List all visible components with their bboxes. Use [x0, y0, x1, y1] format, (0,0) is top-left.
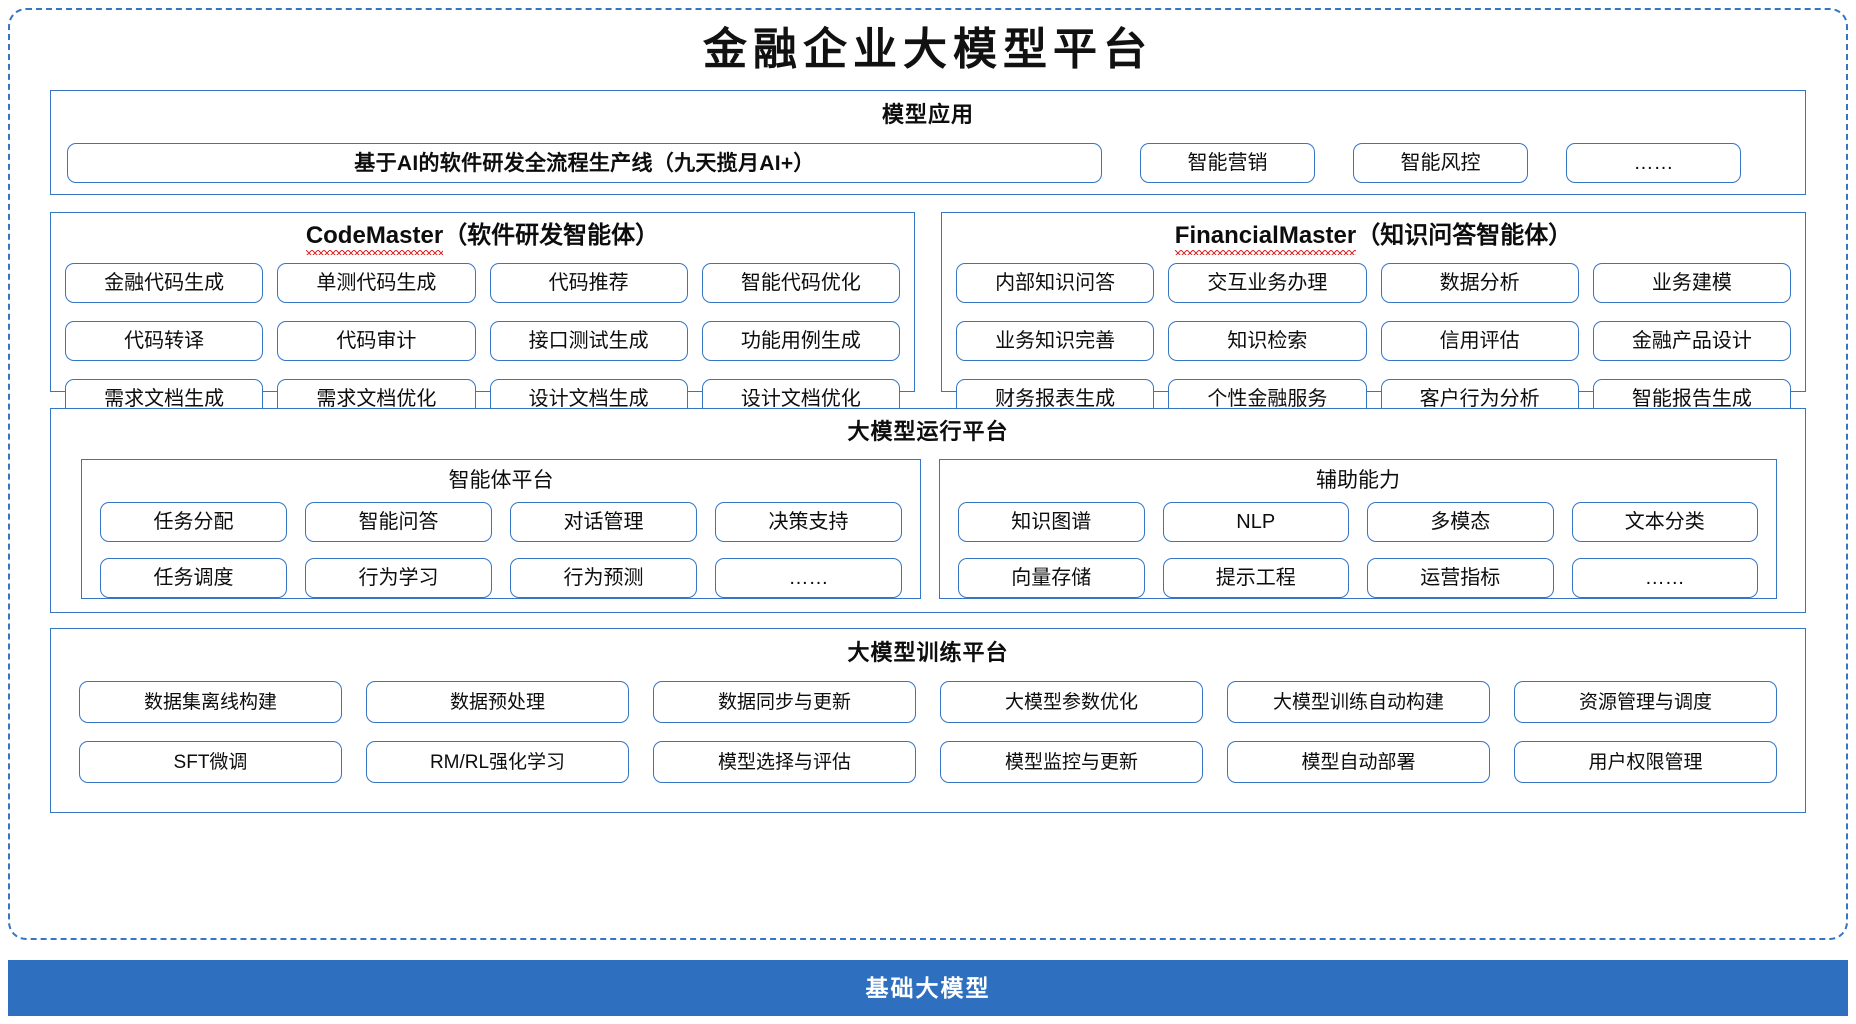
fm-item-5[interactable]: 知识检索 [1168, 321, 1367, 361]
tp-item-4[interactable]: 大模型训练自动构建 [1227, 681, 1490, 723]
tp-item-11[interactable]: 用户权限管理 [1514, 741, 1777, 783]
fm-item-2[interactable]: 数据分析 [1380, 263, 1579, 303]
ac-item-6[interactable]: 运营指标 [1367, 558, 1554, 598]
cm-item-4[interactable]: 代码转译 [65, 321, 264, 361]
fm-item-4[interactable]: 业务知识完善 [956, 321, 1155, 361]
app-item-risk-control[interactable]: 智能风控 [1353, 143, 1528, 183]
financial-master-suffix: （知识问答智能体） [1356, 222, 1573, 249]
tp-item-9[interactable]: 模型监控与更新 [940, 741, 1203, 783]
section-runtime-platform: 大模型运行平台 智能体平台 任务分配 智能问答 对话管理 决策支持 任务调度 行… [50, 408, 1806, 613]
tp-item-10[interactable]: 模型自动部署 [1227, 741, 1490, 783]
agent-platform-grid: 任务分配 智能问答 对话管理 决策支持 任务调度 行为学习 行为预测 …… [100, 502, 902, 598]
subsection-title-assist-capability: 辅助能力 [1316, 469, 1400, 492]
ap-item-4[interactable]: 任务调度 [100, 558, 287, 598]
section-financial-master: FinancialMaster（知识问答智能体） 内部知识问答 交互业务办理 数… [941, 212, 1806, 419]
tp-item-5[interactable]: 资源管理与调度 [1514, 681, 1777, 723]
app-item-marketing[interactable]: 智能营销 [1140, 143, 1315, 183]
section-model-application: 模型应用 基于AI的软件研发全流程生产线（九天揽月AI+） 智能营销 智能风控 … [50, 90, 1806, 195]
ac-item-1[interactable]: NLP [1162, 502, 1349, 542]
training-platform-grid: 数据集离线构建 数据预处理 数据同步与更新 大模型参数优化 大模型训练自动构建 … [79, 681, 1777, 783]
subsection-agent-platform: 智能体平台 任务分配 智能问答 对话管理 决策支持 任务调度 行为学习 行为预测… [81, 459, 921, 599]
code-master-capability-grid: 金融代码生成 单测代码生成 代码推荐 智能代码优化 代码转译 代码审计 接口测试… [65, 263, 900, 419]
fm-item-7[interactable]: 金融产品设计 [1592, 321, 1791, 361]
code-master-name: CodeMaster [305, 222, 444, 255]
agent-title-financial-master: FinancialMaster（知识问答智能体） [942, 222, 1805, 255]
tp-item-6[interactable]: SFT微调 [79, 741, 342, 783]
code-master-suffix: （软件研发智能体） [443, 222, 660, 249]
ap-item-3[interactable]: 决策支持 [715, 502, 902, 542]
app-item-more[interactable]: …… [1566, 143, 1741, 183]
cm-item-5[interactable]: 代码审计 [277, 321, 476, 361]
model-application-row: 基于AI的软件研发全流程生产线（九天揽月AI+） 智能营销 智能风控 …… [67, 143, 1791, 183]
section-title-runtime-platform: 大模型运行平台 [847, 419, 1009, 444]
tp-item-2[interactable]: 数据同步与更新 [653, 681, 916, 723]
fm-item-1[interactable]: 交互业务办理 [1168, 263, 1367, 303]
ap-item-5[interactable]: 行为学习 [305, 558, 492, 598]
subsection-assist-capability: 辅助能力 知识图谱 NLP 多模态 文本分类 向量存储 提示工程 运营指标 …… [939, 459, 1777, 599]
ac-item-2[interactable]: 多模态 [1367, 502, 1554, 542]
ap-item-6[interactable]: 行为预测 [510, 558, 697, 598]
section-title-training-platform: 大模型训练平台 [847, 640, 1009, 665]
foundation-model-label: 基础大模型 [865, 974, 991, 1001]
tp-item-8[interactable]: 模型选择与评估 [653, 741, 916, 783]
section-training-platform: 大模型训练平台 数据集离线构建 数据预处理 数据同步与更新 大模型参数优化 大模… [50, 628, 1806, 813]
ap-item-7[interactable]: …… [715, 558, 902, 598]
ac-item-4[interactable]: 向量存储 [958, 558, 1145, 598]
tp-item-7[interactable]: RM/RL强化学习 [366, 741, 629, 783]
ac-item-5[interactable]: 提示工程 [1162, 558, 1349, 598]
foundation-model-bar: 基础大模型 [8, 960, 1848, 1016]
ap-item-1[interactable]: 智能问答 [305, 502, 492, 542]
section-title-model-application: 模型应用 [881, 102, 974, 127]
tp-item-3[interactable]: 大模型参数优化 [940, 681, 1203, 723]
financial-master-name: FinancialMaster [1174, 222, 1357, 255]
cm-item-2[interactable]: 代码推荐 [489, 263, 688, 303]
tp-item-1[interactable]: 数据预处理 [366, 681, 629, 723]
subsection-title-agent-platform: 智能体平台 [448, 469, 554, 492]
fm-item-0[interactable]: 内部知识问答 [956, 263, 1155, 303]
tp-item-0[interactable]: 数据集离线构建 [79, 681, 342, 723]
fm-item-6[interactable]: 信用评估 [1380, 321, 1579, 361]
ac-item-0[interactable]: 知识图谱 [958, 502, 1145, 542]
cm-item-0[interactable]: 金融代码生成 [65, 263, 264, 303]
ap-item-0[interactable]: 任务分配 [100, 502, 287, 542]
app-item-pipeline[interactable]: 基于AI的软件研发全流程生产线（九天揽月AI+） [67, 143, 1102, 183]
section-code-master: CodeMaster（软件研发智能体） 金融代码生成 单测代码生成 代码推荐 智… [50, 212, 915, 419]
assist-capability-grid: 知识图谱 NLP 多模态 文本分类 向量存储 提示工程 运营指标 …… [958, 502, 1758, 598]
cm-item-3[interactable]: 智能代码优化 [701, 263, 900, 303]
ac-item-3[interactable]: 文本分类 [1571, 502, 1758, 542]
ap-item-2[interactable]: 对话管理 [510, 502, 697, 542]
financial-master-capability-grid: 内部知识问答 交互业务办理 数据分析 业务建模 业务知识完善 知识检索 信用评估… [956, 263, 1791, 419]
page-title: 金融企业大模型平台 [703, 25, 1153, 74]
fm-item-3[interactable]: 业务建模 [1592, 263, 1791, 303]
cm-item-7[interactable]: 功能用例生成 [701, 321, 900, 361]
ac-item-7[interactable]: …… [1571, 558, 1758, 598]
agent-title-code-master: CodeMaster（软件研发智能体） [51, 222, 914, 255]
cm-item-6[interactable]: 接口测试生成 [489, 321, 688, 361]
cm-item-1[interactable]: 单测代码生成 [277, 263, 476, 303]
